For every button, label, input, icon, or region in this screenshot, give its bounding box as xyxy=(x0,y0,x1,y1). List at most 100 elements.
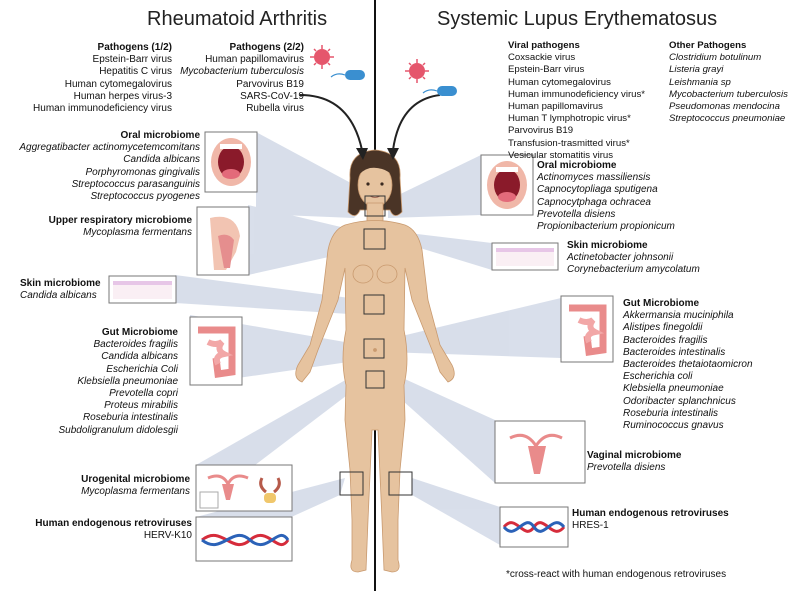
list-item: Epstein-Barr virus xyxy=(92,54,172,66)
list-item: Corynebacterium amycolatum xyxy=(567,264,700,276)
sle-herv: Human endogenous retroviruses HRES-1 xyxy=(572,508,729,532)
list-item: Coxsackie virus xyxy=(508,52,576,64)
list-item: Human immunodeficiency virus* xyxy=(508,88,646,100)
list-item: Subdoligranulum didolesgii xyxy=(58,424,178,436)
ra-urogenital-title: Urogenital microbiome xyxy=(81,474,190,485)
list-item: Streptococcus pyogenes xyxy=(90,191,200,203)
ra-skin-title: Skin microbiome xyxy=(20,278,101,289)
list-item: Human papillomavirus xyxy=(205,54,304,66)
list-item: Candida albicans xyxy=(20,290,97,302)
list-item: Human papillomavirus xyxy=(508,101,603,113)
ra-pathogen-arrow xyxy=(299,94,363,151)
sle-skin-title: Skin microbiome xyxy=(567,240,648,251)
sle-vaginal-microbiome: Vaginal microbiome Prevotella disiens xyxy=(587,450,681,474)
ra-pathogens-2: Pathogens (2/2) Human papillomavirus Myc… xyxy=(180,42,304,115)
list-item: Transfusion-trasmitted virus* xyxy=(508,137,630,149)
sle-vaginal-title: Vaginal microbiome xyxy=(587,450,682,461)
list-item: Rubella virus xyxy=(246,103,304,115)
list-item: Escherichia coli xyxy=(623,371,693,383)
list-item: Human herpes virus-3 xyxy=(73,90,172,102)
sle-title: Systemic Lupus Erythematosus xyxy=(437,8,718,30)
list-item: Vesicular stomatitis virus xyxy=(508,149,614,161)
list-item: Listeria grayi xyxy=(669,64,724,76)
sle-viral-pathogens: Viral pathogens Coxsackie virus Epstein-… xyxy=(508,40,645,162)
ra-bacteria-icon xyxy=(330,70,365,80)
list-item: Roseburia intestinalis xyxy=(623,407,719,419)
list-item: Aggregatibacter actinomycetemcomitans xyxy=(19,142,200,154)
list-item: Epstein-Barr virus xyxy=(508,64,585,76)
sle-oral-inset xyxy=(480,154,534,216)
list-item: Prevotella disiens xyxy=(587,462,666,474)
list-item: Prevotella disiens xyxy=(537,208,616,220)
list-item: Candida albicans xyxy=(123,154,200,166)
list-item: Bacteroides thetaiotaomicron xyxy=(623,359,753,371)
sle-gut-title: Gut Microbiome xyxy=(623,298,700,309)
ra-oral-inset xyxy=(204,131,258,193)
list-item: Streptococcus pneumoniae xyxy=(669,113,786,125)
ra-gut-title: Gut Microbiome xyxy=(101,327,178,338)
sle-viral-title: Viral pathogens xyxy=(508,40,580,51)
list-item: HRES-1 xyxy=(572,520,609,532)
sle-pathogen-arrow xyxy=(392,94,441,151)
list-item: Mycoplasma fermentans xyxy=(81,486,190,498)
list-item: Propionibacterium propionicum xyxy=(537,221,675,233)
list-item: Parvovirus B19 xyxy=(236,78,304,90)
list-item: Proteus mirabilis xyxy=(104,400,178,412)
ra-herv-title: Human endogenous retroviruses xyxy=(35,518,192,529)
list-item: Mycoplasma fermentans xyxy=(83,227,192,239)
list-item: Bacteroides fragilis xyxy=(623,334,708,346)
ra-pathogens-1: Pathogens (1/2) Epstein-Barr virus Hepat… xyxy=(33,42,172,115)
list-item: Klebsiella pneumoniae xyxy=(77,375,178,387)
ra-oral-microbiome: Oral microbiome Aggregatibacter actinomy… xyxy=(19,130,200,203)
list-item: Hepatitis C virus xyxy=(99,66,172,78)
list-item: Streptococcus parasanguinis xyxy=(71,178,200,190)
sle-vaginal-inset xyxy=(494,420,586,484)
sle-skin-microbiome: Skin microbiome Actinetobacter johnsonii… xyxy=(567,240,700,277)
list-item: Bacteroides fragilis xyxy=(93,339,178,351)
list-item: HERV-K10 xyxy=(143,530,192,542)
sle-oral-microbiome: Oral microbiome Actinomyces massiliensis… xyxy=(537,160,675,233)
ra-urogenital-inset xyxy=(195,464,293,512)
sle-virus-icon xyxy=(405,59,429,83)
list-item: Prevotella copri xyxy=(109,388,178,400)
ra-upper-respiratory-title: Upper respiratory microbiome xyxy=(48,215,192,226)
list-item: Leishmania sp xyxy=(669,76,731,88)
list-item: Klebsiella pneumoniae xyxy=(623,383,724,395)
body-region-boxes xyxy=(339,195,413,496)
sle-oral-title: Oral microbiome xyxy=(537,160,617,171)
list-item: Mycobacterium tuberculosis xyxy=(669,88,788,100)
footnote: *cross-react with human endogenous retro… xyxy=(506,569,727,580)
list-item: Roseburia intestinalis xyxy=(82,412,178,424)
list-item: Clostridium botulinum xyxy=(669,52,762,64)
ra-pathogens-2-title: Pathogens (2/2) xyxy=(229,42,304,53)
list-item: Human cytomegalovirus xyxy=(508,76,611,88)
list-item: Mycobacterium tuberculosis xyxy=(180,66,304,78)
ra-urogenital-microbiome: Urogenital microbiome Mycoplasma ferment… xyxy=(81,474,190,498)
sle-herv-inset xyxy=(499,506,569,548)
list-item: SARS-CoV-19 xyxy=(240,90,304,102)
ra-upper-respiratory-inset xyxy=(196,206,250,276)
sle-other-pathogens: Other Pathogens Clostridium botulinum Li… xyxy=(669,40,788,125)
list-item: Bacteroides intestinalis xyxy=(623,346,726,358)
list-item: Candida albicans xyxy=(101,351,178,363)
ra-skin-microbiome: Skin microbiome Candida albicans xyxy=(20,278,101,302)
list-item: Capnocytphaga ochracea xyxy=(537,196,651,208)
ra-herv: Human endogenous retroviruses HERV-K10 xyxy=(35,518,192,542)
list-item: Human immunodeficiency virus xyxy=(33,103,172,115)
ra-oral-title: Oral microbiome xyxy=(120,130,200,141)
ra-skin-inset xyxy=(108,275,177,304)
list-item: Capnocytopliaga sputigena xyxy=(537,184,658,196)
ra-title: Rheumatoid Arthritis xyxy=(147,8,328,30)
list-item: Human cytomegalovirus xyxy=(64,78,172,90)
list-item: Human T lymphotropic virus* xyxy=(508,113,631,125)
list-item: Alistipes finegoldii xyxy=(623,322,703,334)
list-item: Actinetobacter johnsonii xyxy=(567,252,674,264)
ra-virus-icon xyxy=(310,45,334,69)
list-item: Pseudomonas mendocina xyxy=(669,101,780,113)
sle-herv-title: Human endogenous retroviruses xyxy=(572,508,729,519)
ra-gut-microbiome: Gut Microbiome Bacteroides fragilis Cand… xyxy=(58,327,178,437)
sle-skin-inset xyxy=(491,242,559,271)
ra-upper-respiratory-microbiome: Upper respiratory microbiome Mycoplasma … xyxy=(49,215,192,239)
list-item: Odoribacter splanchnicus xyxy=(623,395,736,407)
